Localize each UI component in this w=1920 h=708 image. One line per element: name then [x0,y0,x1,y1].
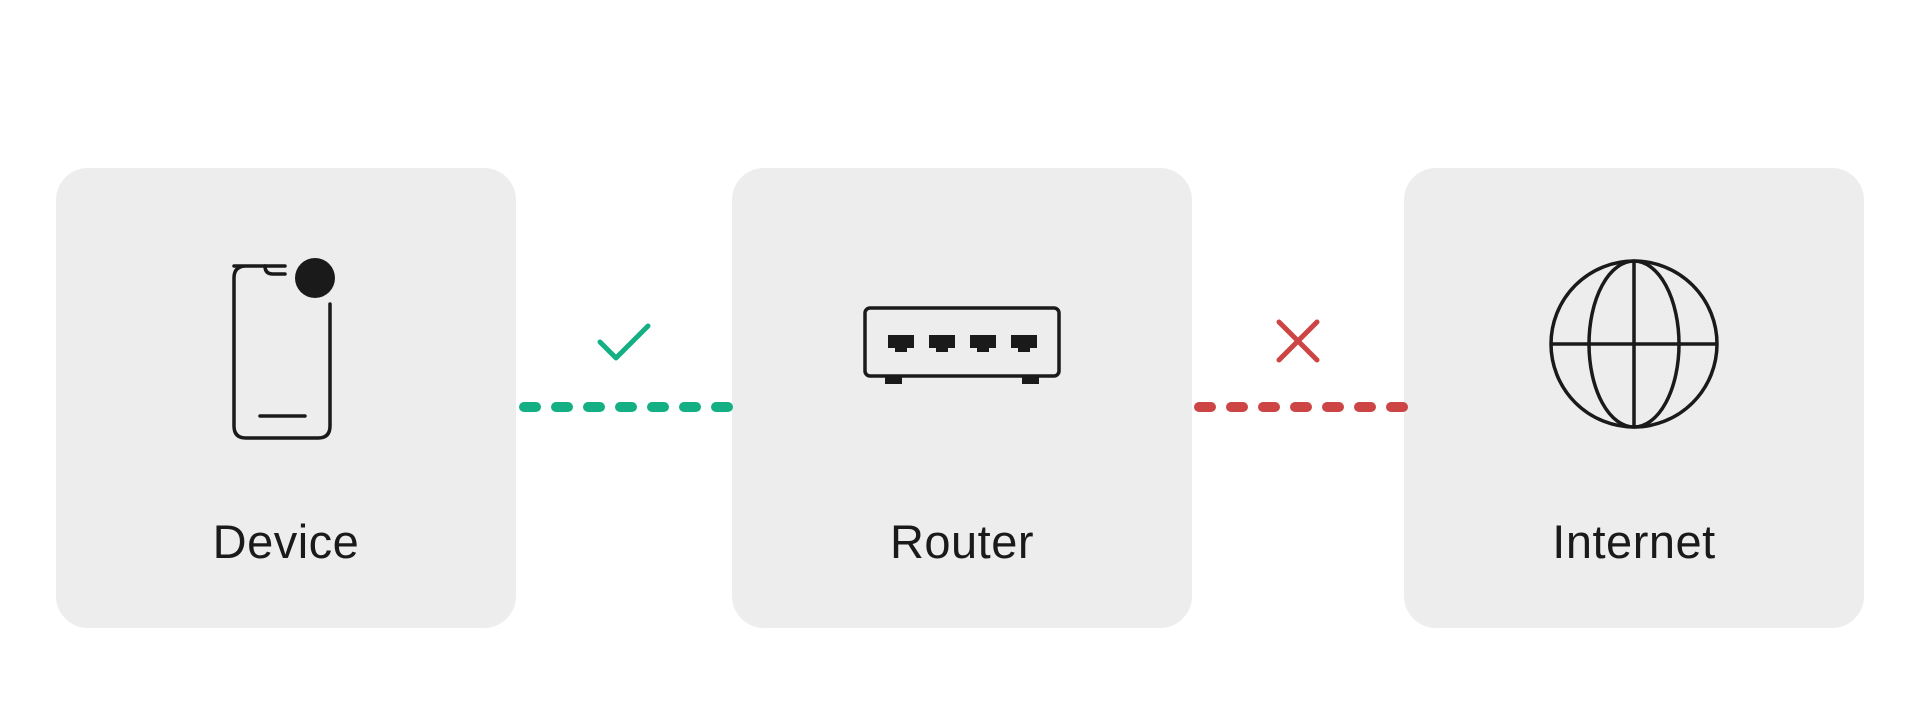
device-card: Device [56,168,516,628]
internet-card: Internet [1404,168,1864,628]
link-router-internet [1194,319,1409,412]
router-icon [863,306,1061,384]
globe-icon [1549,259,1719,429]
internet-label: Internet [1552,515,1716,568]
router-card: Router [732,168,1192,628]
router-label: Router [889,515,1035,568]
smartphone-notification-icon [232,258,335,440]
device-label: Device [212,515,360,568]
check-icon [597,323,651,361]
link-device-router [519,323,737,412]
cross-icon [1276,319,1320,363]
